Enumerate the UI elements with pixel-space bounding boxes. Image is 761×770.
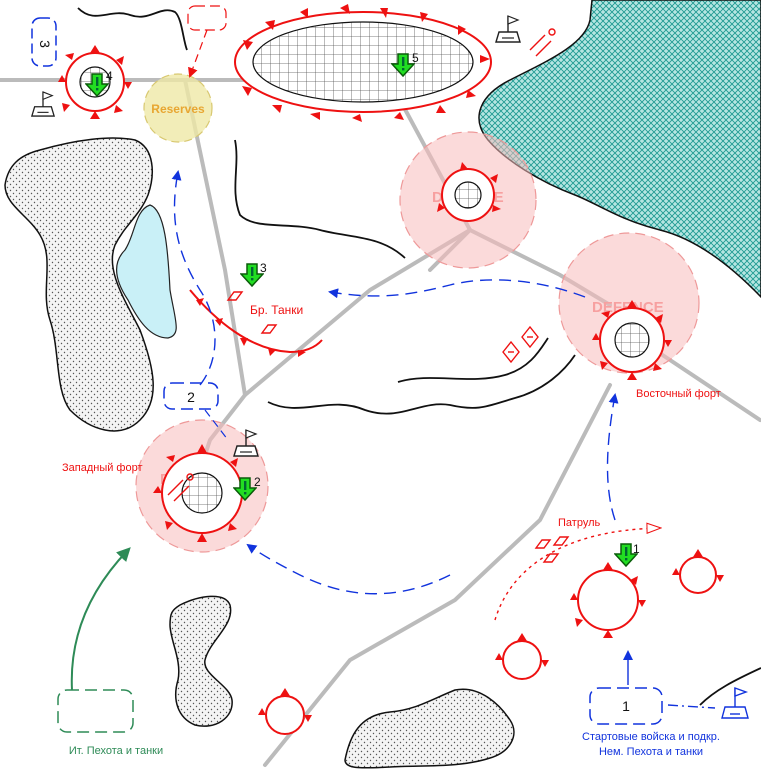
main-fortress-grid <box>252 21 474 103</box>
minefield-icon <box>226 291 570 563</box>
svg-text:1: 1 <box>622 698 630 714</box>
reserves-zone <box>143 73 213 143</box>
main-fortress-ticks <box>242 4 490 122</box>
start-forces-label-line2: Нем. Пехота и танки <box>599 746 703 758</box>
friendly-movement-routes <box>171 170 716 709</box>
svg-text:3: 3 <box>260 261 267 275</box>
enemy-positions <box>265 556 717 735</box>
dotted-terrain-southeast <box>344 688 515 769</box>
friendly-hq-flag-icon <box>721 687 749 719</box>
tank-brigade-ticks <box>196 298 306 357</box>
allied-movement-route <box>70 547 131 691</box>
position-marker-1: 1 <box>589 687 663 725</box>
tank-brigade-label: Бр. Танки <box>250 303 303 317</box>
svg-text:5: 5 <box>412 51 419 65</box>
artillery-icon <box>167 28 556 502</box>
reserves-position-marker <box>187 5 227 31</box>
start-forces-label-line1: Стартовые войска и подкр. <box>582 731 720 743</box>
svg-text:2: 2 <box>254 475 261 489</box>
patrol-route <box>494 528 660 621</box>
ridge-north <box>77 7 188 51</box>
position-marker-2: 2 <box>163 382 219 410</box>
allied-position-marker <box>57 689 134 733</box>
allied-forces-label: Ит. Пехота и танки <box>69 745 163 757</box>
fort-north-defence <box>437 162 501 222</box>
objective-arrow-icon: 5 4 3 2 1 <box>85 51 640 567</box>
east-fort-label: Восточный форт <box>636 388 721 400</box>
fort-east <box>592 300 672 380</box>
patrol-label: Патруль <box>558 517 600 529</box>
west-fort-label: Западный форт <box>62 462 143 474</box>
ridge-east <box>397 337 549 383</box>
svg-text:4: 4 <box>106 69 113 83</box>
dotted-terrain-south <box>169 595 233 727</box>
reserves-label: Reserves <box>151 102 205 116</box>
svg-text:1: 1 <box>633 542 640 556</box>
sea-area <box>478 0 761 299</box>
ridge-far-east <box>699 667 761 706</box>
position-marker-3: 3 <box>31 17 57 67</box>
lake <box>116 204 177 339</box>
position-2-link <box>204 409 229 441</box>
ridge-center <box>234 139 406 259</box>
reserves-link-route <box>188 29 208 78</box>
dotted-terrain-west <box>4 137 154 432</box>
svg-text:3: 3 <box>37 40 53 48</box>
enemy-position-ticks <box>258 549 724 722</box>
svg-text:2: 2 <box>187 389 195 405</box>
ridge-south-center <box>267 354 576 415</box>
tank-brigade-line <box>189 289 323 354</box>
